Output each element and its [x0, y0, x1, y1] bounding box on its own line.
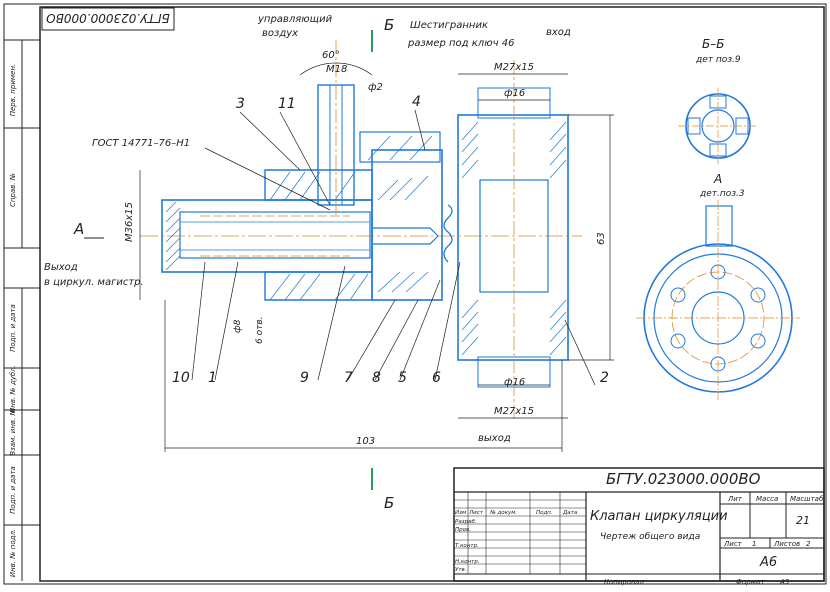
view-a-title: А — [713, 172, 722, 186]
tb-sheet-value: 1 — [752, 540, 756, 548]
m27-top-label: М27х15 — [494, 62, 534, 73]
phi16-bottom-label: ф16 — [504, 377, 525, 388]
stamp-dubl: Инв. № дубл. — [9, 365, 17, 413]
tb-row-prov: Пров. — [455, 527, 471, 533]
tb-designation: БГТУ.023000.000ВО — [606, 470, 761, 488]
drawing-frame — [39, 6, 825, 582]
m18-label: М18 — [326, 64, 347, 75]
tb-row-docnum: № докум. — [489, 510, 517, 516]
tb-org: А6 — [759, 555, 777, 570]
inlet-label: вход — [546, 27, 571, 38]
tb-sheet-label: Лист — [723, 540, 743, 548]
tb-row-razrab: Разраб. — [455, 519, 477, 525]
tb-format-label: Формат — [736, 578, 765, 586]
sheet-edge — [3, 3, 827, 585]
phi16-top-label: ф16 — [504, 88, 525, 99]
m36-label: М36х15 — [124, 202, 135, 242]
callout-10: 10 — [172, 370, 190, 386]
hex-size: размер под ключ 46 — [407, 38, 514, 49]
callout-7: 7 — [344, 370, 353, 386]
tb-col-scale: Масштаб — [790, 495, 824, 503]
callout-3: 3 — [236, 96, 245, 112]
callout-1: 1 — [208, 370, 217, 386]
tb-row-nkontr: Н.контр. — [455, 559, 480, 565]
tb-row-utv: Утв. — [455, 567, 467, 573]
tb-col-mass: Масса — [756, 495, 778, 503]
callout-5: 5 — [398, 370, 407, 386]
tb-copied: Копировал — [604, 578, 645, 586]
tb-doc-type: Чертеж общего вида — [600, 532, 700, 542]
tb-scale-value: 21 — [796, 514, 810, 527]
view-a-sub: дет.поз.3 — [699, 189, 745, 199]
angle-label: 60° — [322, 50, 340, 61]
stamp-vzam: Взам. инв. № — [9, 408, 17, 456]
dim-103-label: 103 — [356, 436, 375, 447]
view-a-arrow-label: А — [73, 220, 84, 238]
tb-part-name: Клапан циркуляции — [590, 509, 728, 524]
stamp-podp2: Подп. и дата — [9, 466, 17, 514]
stamp-perv: Перв. примен. — [9, 64, 17, 117]
hex-title: Шестигранник — [410, 20, 488, 31]
section-bb-title: Б–Б — [702, 37, 724, 51]
section-bb — [678, 88, 758, 164]
tb-row-izm: Изм — [455, 510, 466, 516]
outlet-left-label-2: в циркул. магистр. — [44, 277, 144, 288]
stamp-podp1: Подп. и дата — [9, 304, 17, 352]
tb-sheets-value: 2 — [806, 540, 811, 548]
tb-row-podp: Подп. — [536, 510, 553, 516]
tb-col-lit: Лит — [727, 495, 743, 503]
ctrl-air-label: управляющий — [257, 14, 333, 25]
phi8-label: ф8 — [233, 319, 243, 333]
rotated-designation-box — [41, 7, 175, 31]
holes-label: 6 отв. — [255, 316, 265, 344]
callout-leaders — [191, 109, 596, 386]
callout-6: 6 — [432, 370, 441, 386]
rotated-designation: БГТУ.023000.000ВО — [46, 11, 170, 25]
side-stamp: Перв. примен. Справ. № Подп. и дата Инв.… — [4, 39, 40, 581]
tb-sheets-label: Листов — [773, 540, 800, 548]
tb-row-list: Лист — [468, 510, 484, 516]
section-bb-sub: дет поз.9 — [695, 55, 741, 65]
gost-label: ГОСТ 14771–76–Н1 — [92, 138, 190, 149]
title-block: БГТУ.023000.000ВО Клапан циркуляции Черт… — [453, 467, 825, 586]
callout-4: 4 — [412, 94, 421, 110]
view-a — [636, 200, 800, 400]
stamp-inv: Инв. № подл. — [9, 529, 17, 577]
callout-2: 2 — [600, 370, 609, 386]
callout-9: 9 — [300, 370, 309, 386]
callout-11: 11 — [278, 96, 296, 112]
main-section — [140, 40, 582, 420]
ctrl-air-label-2: воздух — [262, 28, 298, 39]
callout-8: 8 — [372, 370, 381, 386]
stamp-sprav: Справ. № — [9, 173, 17, 207]
m27-bottom-label: М27х15 — [494, 406, 534, 417]
outlet-left-label: Выход — [44, 262, 78, 273]
tb-row-data: Дата — [562, 510, 578, 516]
outlet-bottom-label: выход — [478, 433, 511, 444]
callout-numbers: 3 11 4 10 1 9 7 8 5 6 2 — [172, 94, 609, 386]
phi2-label: ф2 — [368, 82, 383, 93]
dimension-lines — [139, 62, 614, 452]
section-b-top: Б — [384, 16, 394, 34]
dim-63-label: 63 — [596, 232, 607, 245]
section-b-bottom: Б — [384, 494, 394, 512]
tb-row-tkontr: Т.контр. — [455, 543, 479, 549]
tb-format-value: А3 — [779, 578, 789, 586]
